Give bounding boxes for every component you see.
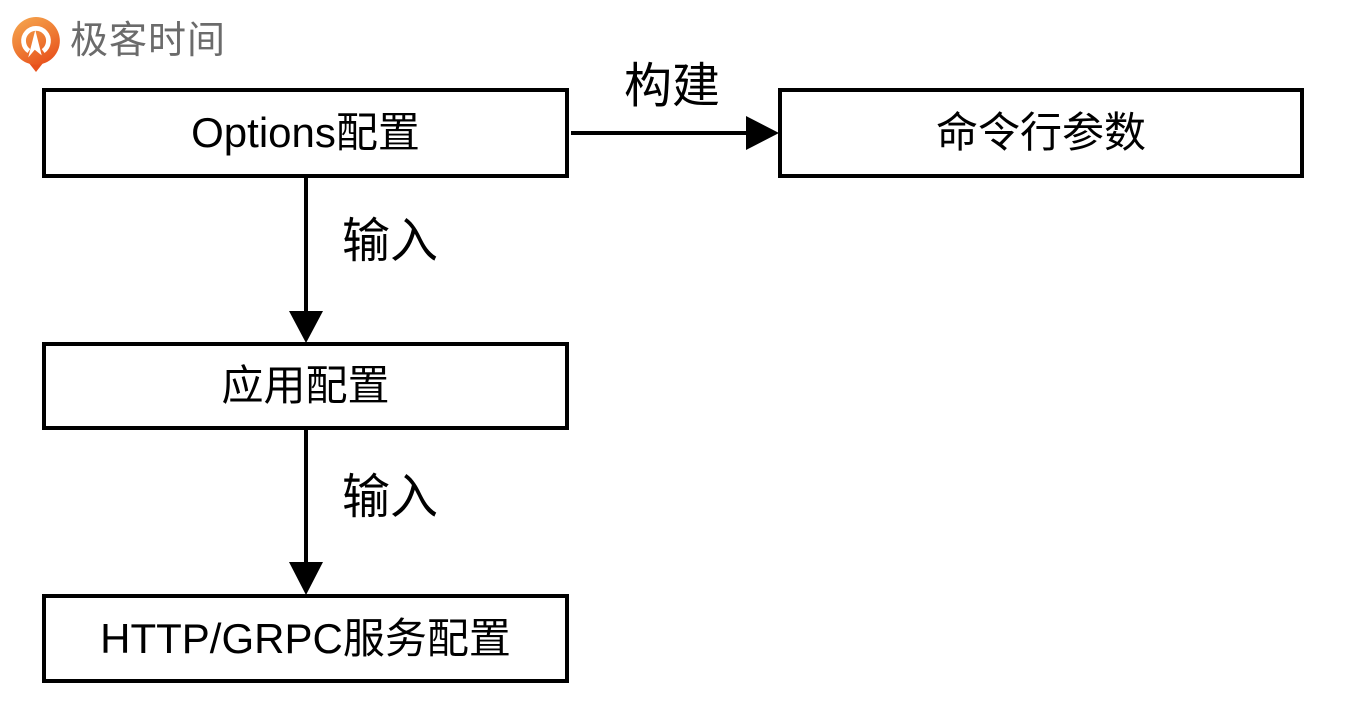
arrow-input-1: [289, 178, 323, 343]
node-http-grpc-service-config-label: HTTP/GRPC服务配置: [100, 614, 511, 662]
arrow-build: [571, 116, 779, 150]
geektime-logo-text: 极客时间: [70, 20, 227, 62]
node-cmdline-args: 命令行参数: [778, 88, 1304, 178]
edge-label-input-2: 输入: [342, 471, 439, 524]
node-app-config-label: 应用配置: [221, 362, 390, 409]
node-options-config-label: Options配置: [191, 109, 420, 156]
arrow-input-2: [289, 430, 323, 595]
edge-label-build: 构建: [624, 60, 721, 113]
node-http-grpc-service-config: HTTP/GRPC服务配置: [42, 594, 569, 683]
geektime-logo-icon: [12, 17, 60, 72]
node-options-config: Options配置: [42, 88, 569, 178]
node-cmdline-args-label: 命令行参数: [935, 109, 1146, 156]
edge-label-input-1: 输入: [342, 215, 439, 268]
node-app-config: 应用配置: [42, 342, 569, 430]
geektime-logo: 极客时间: [10, 16, 226, 72]
